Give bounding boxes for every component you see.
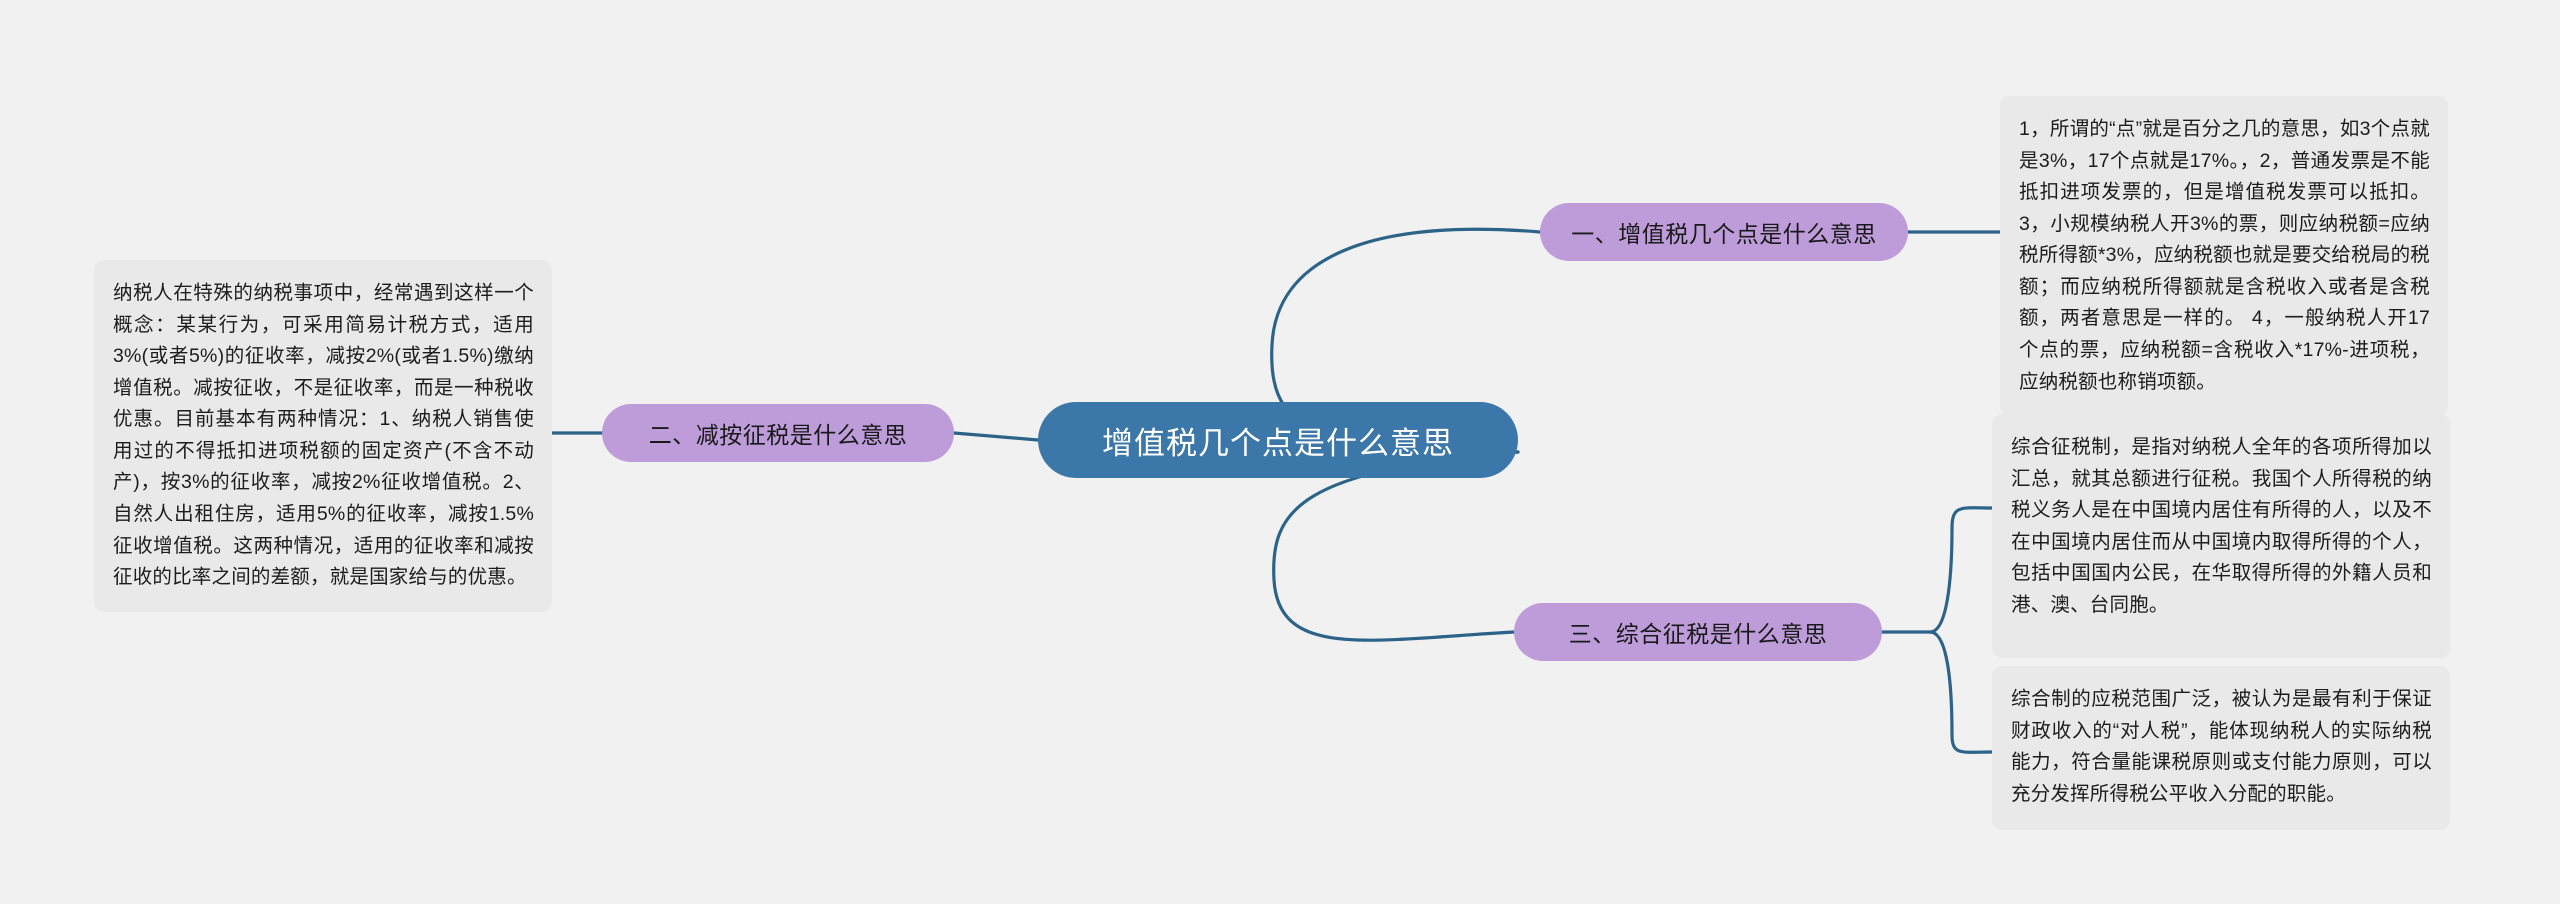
branch-node-1[interactable]: 一、增值税几个点是什么意思 [1540, 203, 1908, 261]
root-node[interactable]: 增值税几个点是什么意思 [1038, 402, 1518, 478]
connector-branch-3-to-leaf-r2 [1928, 506, 1994, 634]
leaf-text-box-2[interactable]: 纳税人在特殊的纳税事项中，经常遇到这样一个概念：某某行为，可采用简易计税方式，适… [94, 260, 552, 612]
leaf-text-box-3[interactable]: 综合征税制，是指对纳税人全年的各项所得加以汇总，就其总额进行征税。我国个人所得税… [1992, 414, 2450, 658]
branch-node-2[interactable]: 二、减按征税是什么意思 [602, 404, 954, 462]
leaf-text-box-1[interactable]: 1，所谓的“点”就是百分之几的意思，如3个点就是3%，17个点就是17%。，2，… [2000, 96, 2448, 417]
leaf-text-box-4-content: 综合制的应税范围广泛，被认为是最有利于保证财政收入的“对人税”，能体现纳税人的实… [2011, 688, 2432, 805]
leaf-text-box-3-content: 综合征税制，是指对纳税人全年的各项所得加以汇总，就其总额进行征税。我国个人所得税… [2011, 436, 2432, 616]
branch-node-1-label: 一、增值税几个点是什么意思 [1571, 221, 1877, 247]
branch-node-3-label: 三、综合征税是什么意思 [1568, 621, 1828, 647]
connector-root-to-branch-2 [952, 431, 1040, 442]
leaf-text-box-2-content: 纳税人在特殊的纳税事项中，经常遇到这样一个概念：某某行为，可采用简易计税方式，适… [113, 282, 534, 589]
leaf-text-box-4[interactable]: 综合制的应税范围广泛，被认为是最有利于保证财政收入的“对人税”，能体现纳税人的实… [1992, 666, 2450, 830]
connector-root-to-branch-3 [1272, 450, 1520, 642]
root-node-label: 增值税几个点是什么意思 [1102, 425, 1454, 461]
leaf-text-box-1-content: 1，所谓的“点”就是百分之几的意思，如3个点就是3%，17个点就是17%。，2，… [2019, 118, 2430, 393]
branch-node-2-label: 二、减按征税是什么意思 [648, 422, 908, 448]
connector-branch-3-to-leaf-r3 [1928, 630, 1994, 754]
branch-node-3[interactable]: 三、综合征税是什么意思 [1514, 603, 1882, 661]
